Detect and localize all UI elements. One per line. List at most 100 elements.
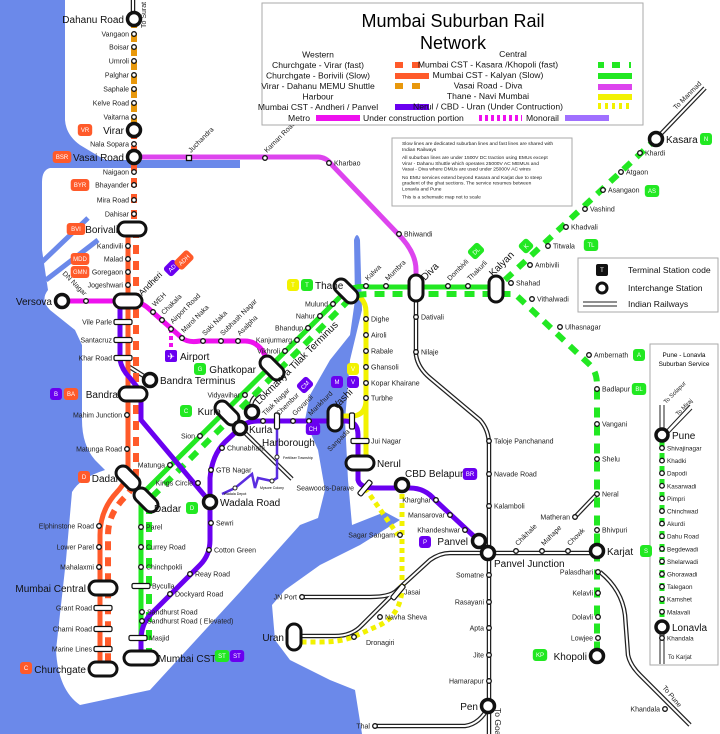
map-title: Mumbai Suburban Rail: [361, 11, 544, 31]
station-marker: [465, 283, 471, 289]
station-label: Mahim Junction: [73, 413, 122, 420]
station-label: Matunga: [138, 463, 165, 470]
station-marker: [659, 520, 665, 527]
station-marker: [96, 544, 102, 550]
station-marker: [317, 313, 323, 319]
station-marker: [397, 532, 403, 538]
station-marker: [260, 418, 266, 424]
station-code-badge: S: [640, 545, 652, 557]
station-marker: [659, 533, 665, 540]
station-dronagiri: Dronagiri: [351, 634, 395, 647]
station-label: Talegaon: [667, 584, 693, 591]
station-label: Badlapur: [602, 387, 631, 394]
station-marker: [242, 392, 248, 398]
station-ulhasnagar: Ulhasnagar: [557, 324, 601, 332]
station-label: Nahur: [296, 314, 316, 321]
station-marker: [363, 364, 369, 370]
station-label: Somatne: [456, 573, 484, 580]
station-code-badge: A: [633, 349, 645, 361]
legend-item: Nerul / CBD - Uran (Under Contruction): [413, 102, 563, 112]
station-vidyavihar: Vidyavihar: [207, 392, 248, 400]
station-code: N: [704, 137, 708, 143]
station-label: Chowk: [566, 527, 586, 547]
station-label: Chikhale: [514, 523, 538, 547]
station-label: Mumbai CST: [158, 654, 216, 665]
station-label: Airoli: [371, 333, 387, 340]
station-marker: [131, 197, 137, 203]
station-marker: [167, 462, 173, 468]
map-title-line2: Network: [420, 33, 487, 53]
station-marker: [306, 418, 312, 424]
station-label: JN Port: [274, 595, 297, 602]
note-line: Slow lines are dedicated suburban lines …: [402, 141, 553, 147]
station-marker: [187, 571, 193, 577]
station-khopoli: Khopoli: [554, 647, 606, 665]
station-marker: [654, 619, 670, 635]
station-sion: Sion: [181, 433, 203, 441]
station-marker: [572, 514, 578, 520]
station-marker: [122, 649, 160, 667]
legend-header-western: Western: [302, 50, 334, 60]
station-label: Pen: [460, 702, 478, 713]
station-marker: [131, 114, 137, 120]
station-marker: [595, 569, 601, 575]
station-kings-circle: Kings Circle: [156, 480, 201, 488]
station-marker: [659, 482, 665, 489]
station-code-badge: BSR: [52, 151, 72, 163]
station-label: Pimpri: [667, 496, 685, 503]
station-kelve-road: Kelve Road: [93, 100, 137, 108]
station-marker: [486, 471, 492, 477]
legend-monorail: Monorail: [526, 113, 559, 123]
station-label: Mahalaxmi: [60, 565, 94, 572]
station-label: Bandra: [86, 390, 119, 401]
station-matunga-road: Matunga Road: [76, 446, 130, 454]
station-elphinstone-road: Elphinstone Road: [39, 523, 102, 531]
station-lower-parel: Lower Parel: [57, 544, 102, 552]
station-marker: [262, 155, 268, 161]
station-marker: [131, 182, 137, 188]
station-marker: [363, 316, 369, 322]
station-marker: [141, 371, 159, 389]
station-vile-parle: Vile Parle: [82, 318, 133, 327]
station-marker: [206, 547, 212, 553]
station-marker: [285, 622, 303, 652]
station-marker: [377, 614, 383, 620]
station-karjat: Karjat: [588, 542, 633, 560]
station-label: Navha Sheva: [385, 615, 427, 622]
station-marker: [132, 486, 160, 514]
station-masjid: Masjid: [128, 634, 169, 643]
station-marker: [218, 338, 224, 344]
station-marker: [557, 324, 563, 330]
railway-icon: [583, 301, 617, 307]
station-grant-road: Grant Road: [56, 604, 113, 613]
station-label: Vithalwadi: [537, 297, 569, 304]
station-code: ST: [218, 654, 226, 660]
station-navha-sheva: Navha Sheva: [377, 614, 427, 622]
station-label: Kurla: [249, 425, 273, 436]
station-label: Rabale: [371, 349, 393, 356]
station-marker: [486, 625, 492, 631]
station-label: Khar Road: [79, 356, 113, 363]
station-marker: [659, 608, 665, 615]
station-khandeshwar: Khandeshwar: [417, 527, 468, 535]
station-marker: [363, 332, 369, 338]
station-marker: [486, 503, 492, 509]
station-label: Dadar: [154, 504, 182, 515]
station-bandra: Bandra: [86, 385, 149, 403]
station-jogeshwari: Jogeshwari: [88, 282, 131, 290]
station-marker: [479, 544, 497, 562]
station-code: T: [305, 283, 309, 289]
station-lonavla: Lonavla: [654, 619, 707, 635]
station-label: Sagar Sangam: [348, 533, 395, 540]
station-code: DL: [472, 247, 482, 257]
station-marker: [282, 348, 288, 354]
station-umroli: Umroli: [109, 58, 137, 66]
station-parel: Parel: [138, 524, 163, 532]
station-code-badge: G: [194, 363, 206, 375]
station-label: Dighe: [371, 317, 389, 324]
station-marker: [647, 130, 665, 148]
note-line: No EMU services extend beyond Kasara and…: [402, 175, 542, 181]
station-marker: [139, 609, 145, 615]
station-marker: [513, 548, 519, 554]
station-nahur: Nahur: [296, 313, 323, 321]
